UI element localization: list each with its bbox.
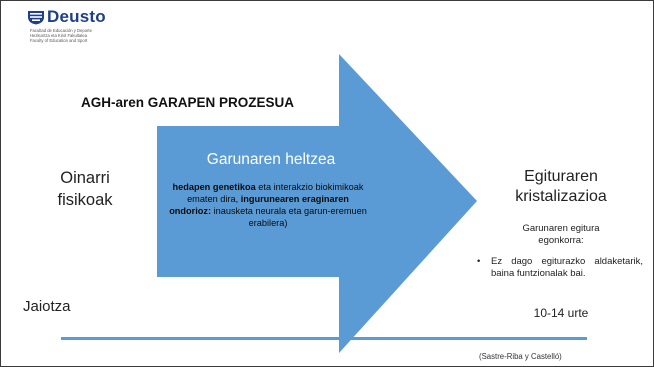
deusto-shield-icon (28, 10, 44, 24)
age-label: 10-14 urte (533, 306, 589, 320)
arrow-body: hedapen genetikoa eta interakzio biokimi… (165, 181, 371, 229)
logo-name: Deusto (47, 7, 106, 26)
logo-subtitle-line: Faculty of Education and Sport (30, 38, 88, 43)
logo-subtitle-line: Facultad de Educación y Deporte (30, 28, 92, 33)
logo-subtitle: Facultad de Educación y Deporte Hezkuntz… (30, 28, 227, 43)
bullet-icon: • (477, 256, 481, 267)
arrow-shape (157, 54, 477, 353)
birth-label: Jaiotza (23, 298, 71, 315)
right-subtitle: Garunaren egitura egonkorra: (522, 223, 600, 246)
citation: (Sastre-Riba y Castelló) (479, 352, 562, 361)
arrow-body-bold: hedapen genetikoa (172, 182, 256, 192)
arrow-body-text: eta interakzio biokimikoak ematen dira, (187, 182, 364, 204)
bullet-text: Ez dago egiturazko aldaketarik, baina fu… (491, 256, 643, 279)
logo-subtitle-line: Hezkuntza eta Kirol Fakultatea (30, 33, 88, 38)
left-label: Oinarri fisikoak (57, 169, 113, 209)
timeline-line (61, 337, 587, 340)
right-title: Egituraren kristalizazioa (515, 168, 607, 205)
arrow-heading: Garunaren heltzea (206, 151, 336, 168)
right-bullet: • Ez dago egiturazko aldaketarik, baina … (477, 256, 643, 280)
arrow-body-bold: ingurunearen eraginaren ondorioz: (169, 194, 349, 216)
slide-title: AGH-aren GARAPEN PROZESUA (81, 95, 295, 110)
arrow-body-text: inausketa neurala eta garun-eremuen erab… (211, 206, 367, 228)
deusto-logo: Deusto Facultad de Educación y Deporte H… (27, 7, 227, 43)
